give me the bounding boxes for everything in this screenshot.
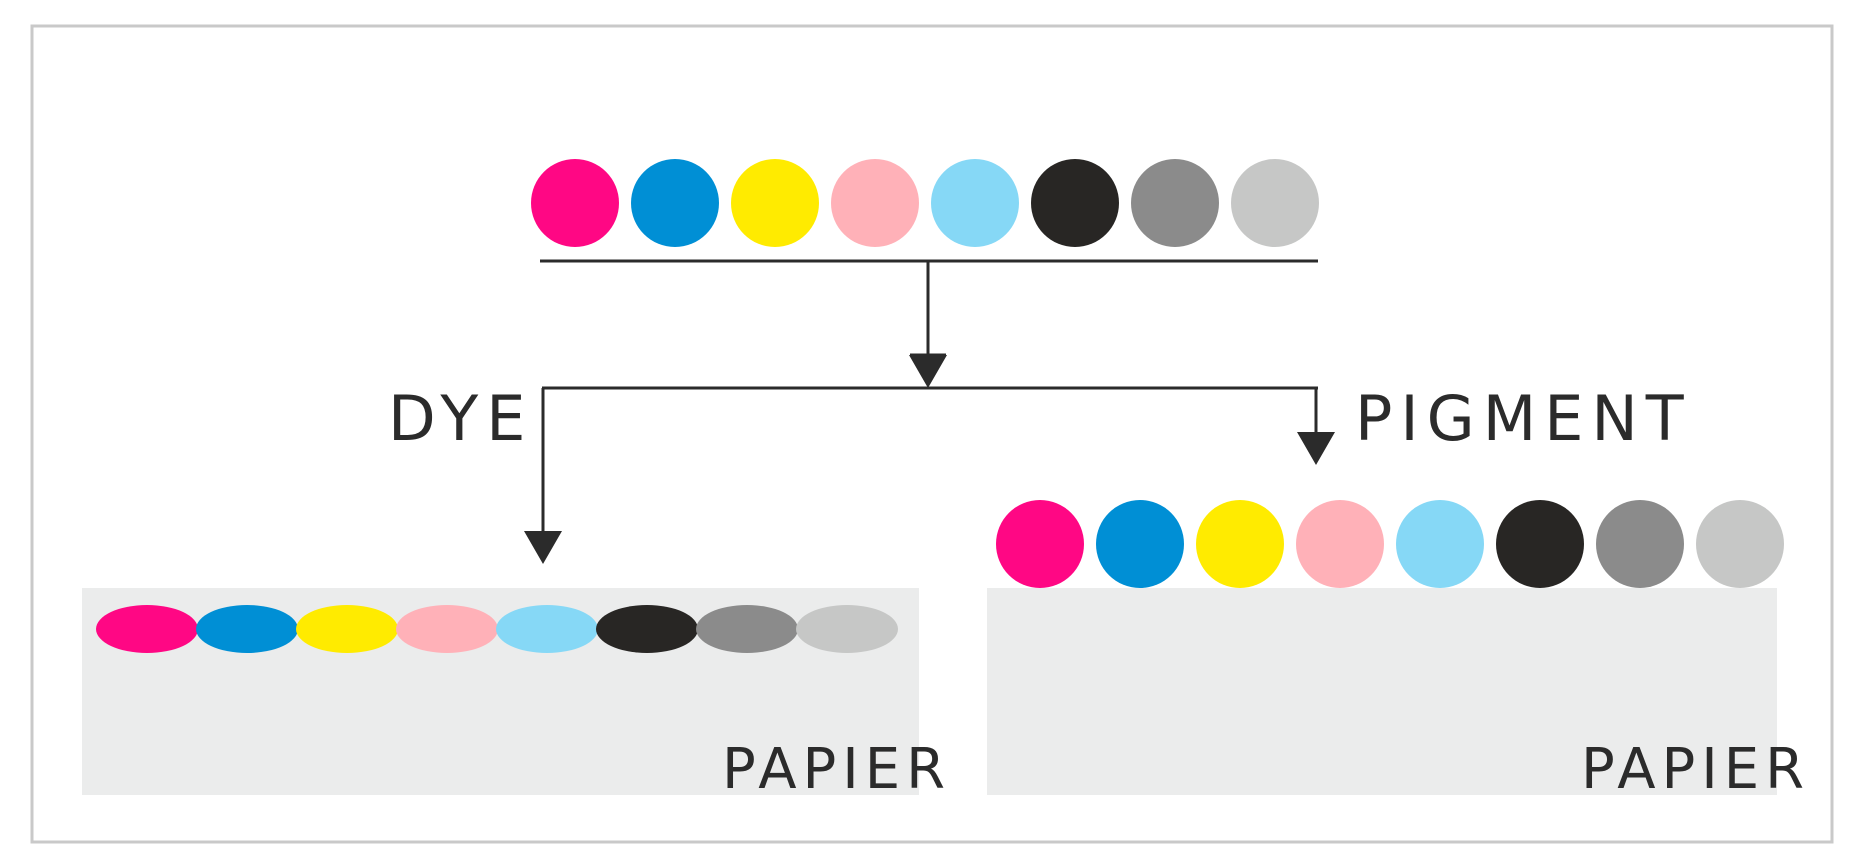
dye-label: DYE: [388, 382, 533, 455]
top-ink-dot-light-cyan: [931, 159, 1019, 247]
center-arrowhead: [909, 355, 947, 388]
dye-ink-spread-gray: [696, 605, 798, 653]
pigment-ink-dot-yellow: [1196, 500, 1284, 588]
dye-ink-spread-light-gray: [796, 605, 898, 653]
pigment-ink-dot-light-gray: [1696, 500, 1784, 588]
pigment-ink-dot-gray: [1596, 500, 1684, 588]
outer-frame: [30, 24, 1834, 844]
top-ink-dot-yellow: [731, 159, 819, 247]
top-ink-dot-gray: [1131, 159, 1219, 247]
paper-pigment-label: PAPIER: [1581, 737, 1810, 802]
pigment-ink-dot-cyan: [1096, 500, 1184, 588]
top-ink-dot-black: [1031, 159, 1119, 247]
dye-arrowhead: [524, 531, 562, 564]
pigment-ink-row: [996, 500, 1784, 588]
pigment-ink-dot-light-cyan: [1396, 500, 1484, 588]
dye-ink-spread-cyan: [196, 605, 298, 653]
paper-dye-label: PAPIER: [722, 737, 951, 802]
dye-ink-spread-light-magenta: [396, 605, 498, 653]
pigment-arrowhead: [1297, 432, 1335, 465]
top-ink-dot-cyan: [631, 159, 719, 247]
pigment-label: PIGMENT: [1355, 382, 1692, 455]
top-ink-dot-light-magenta: [831, 159, 919, 247]
pigment-ink-dot-light-magenta: [1296, 500, 1384, 588]
dye-ink-spread-magenta: [96, 605, 198, 653]
paper-pigment: [987, 588, 1777, 795]
top-ink-dot-magenta: [531, 159, 619, 247]
pigment-ink-dot-black: [1496, 500, 1584, 588]
dye-ink-spread-light-cyan: [496, 605, 598, 653]
top-ink-row: [531, 159, 1319, 247]
dye-ink-row: [96, 605, 898, 653]
pigment-ink-dot-magenta: [996, 500, 1084, 588]
dye-ink-spread-yellow: [296, 605, 398, 653]
top-ink-dot-light-gray: [1231, 159, 1319, 247]
dye-ink-spread-black: [596, 605, 698, 653]
